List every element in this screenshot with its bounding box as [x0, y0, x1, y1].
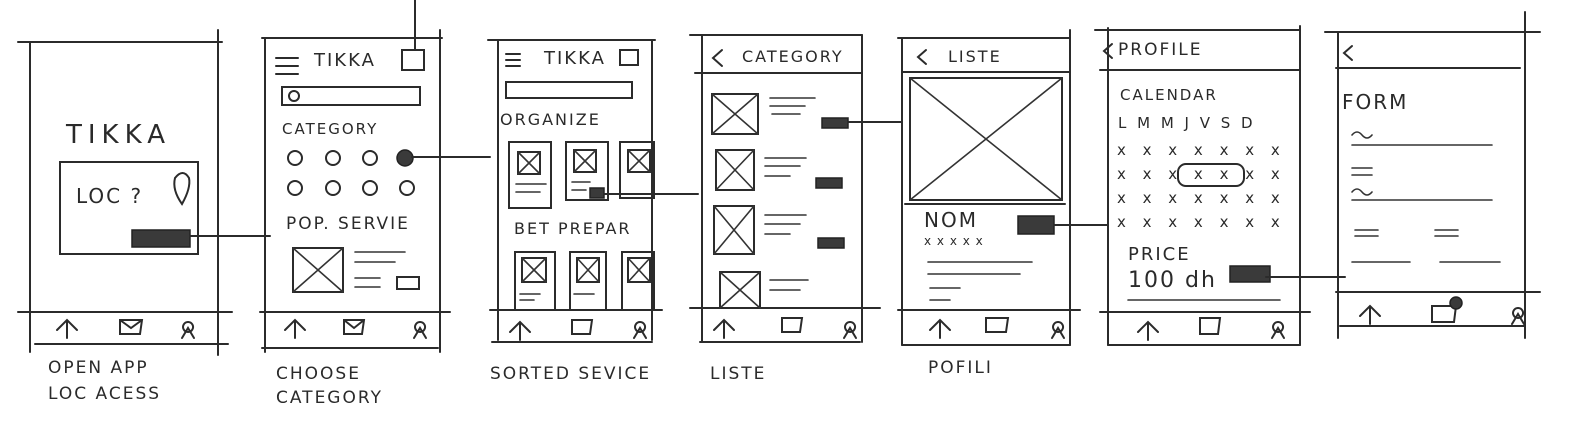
price-value: 100 dh	[1128, 268, 1217, 293]
section-bet-label: BET PREPAR	[514, 219, 632, 238]
back-chevron-icon	[711, 49, 723, 67]
screen-7-frame	[1324, 11, 1541, 339]
search-input-2	[505, 81, 633, 99]
caption-line-2: LOC ACESS	[48, 384, 162, 404]
screen-4-frame	[689, 34, 881, 343]
loc-allow-button[interactable]	[131, 229, 191, 248]
caption-line-1: OPEN APP	[48, 358, 149, 378]
caption-line-2: CATEGORY	[276, 388, 383, 408]
screen-header: LISTE	[948, 47, 1002, 66]
section-category-label: CATEGORY	[282, 120, 379, 138]
app-title: TIKKA	[544, 48, 606, 69]
profile-thumbnail-icon	[401, 49, 425, 71]
form-label: FORM	[1342, 90, 1409, 114]
search-input	[281, 86, 421, 106]
screen-2-frame	[259, 0, 451, 353]
app-title: TIKKA	[314, 50, 376, 71]
app-title: TIKKA	[66, 120, 171, 150]
caption-line-1: CHOOSE	[276, 364, 361, 384]
caption-line-1: SORTED SEVICE	[490, 364, 652, 384]
home-icon	[56, 318, 78, 339]
popular-service-image	[292, 247, 344, 293]
bet-prepar-cards	[514, 251, 655, 311]
profile-photo	[909, 77, 1063, 201]
mail-icon	[119, 319, 144, 335]
location-question: LOC ?	[76, 184, 144, 208]
section-organize-label: ORGANIZE	[500, 110, 601, 129]
screen-3-frame	[487, 39, 663, 343]
list-items	[711, 93, 849, 309]
notification-badge	[1449, 296, 1463, 310]
price-label: PRICE	[1128, 244, 1191, 265]
caption-line-1: POFILI	[928, 358, 993, 378]
screen-5-frame	[897, 29, 1081, 346]
contact-button[interactable]	[1017, 215, 1055, 235]
location-pin-icon	[173, 172, 191, 206]
rating-stars: x x x x x	[924, 234, 984, 248]
screen-6-frame	[1094, 25, 1311, 346]
calendar-label: CALENDAR	[1120, 86, 1218, 104]
selected-dates	[1177, 163, 1245, 187]
name-label: NOM	[924, 208, 978, 232]
weekday-row: L M M J V S D	[1118, 114, 1256, 132]
screen-1-frame	[17, 29, 233, 356]
user-icon	[181, 321, 195, 339]
screen-header: CATEGORY	[742, 47, 844, 66]
screen-header: PROFILE	[1118, 40, 1203, 60]
section-popular-label: POP. SERVIE	[286, 214, 410, 234]
menu-icon	[275, 57, 299, 75]
caption-line-1: LISTE	[710, 364, 767, 384]
organize-cards	[508, 141, 655, 209]
category-icons	[287, 149, 415, 196]
book-button[interactable]	[1229, 265, 1271, 283]
